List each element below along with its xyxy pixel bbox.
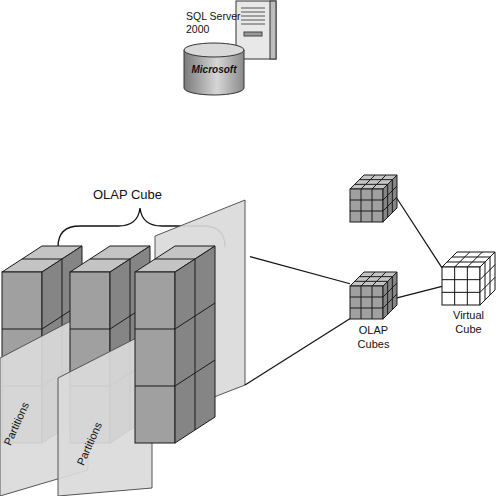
partition-plane-outline <box>58 330 152 496</box>
cube-front <box>350 189 383 222</box>
connector-line <box>397 199 442 268</box>
olap-cube: OLAP Cubes <box>350 272 397 319</box>
cube-front <box>350 286 383 319</box>
server-label: SQL Server 2000 <box>186 10 242 36</box>
olap-cube <box>350 175 397 222</box>
cube-grid <box>442 252 495 305</box>
cube-front <box>442 267 480 305</box>
slab-grid <box>135 259 215 430</box>
cube-label: OLAP Cubes <box>346 324 401 352</box>
server-icon: SQL Server 2000Microsoft <box>180 0 280 98</box>
virtual-cube-shape <box>442 252 495 305</box>
connector-line <box>250 257 350 284</box>
cube-label: Virtual Cube <box>440 309 497 337</box>
cube-grid <box>350 272 397 319</box>
group-heading: OLAP Cube <box>5 187 250 203</box>
slab-front <box>135 272 175 443</box>
virtual-cube: Virtual Cube <box>442 252 495 305</box>
projection-line <box>245 318 351 385</box>
cube-grid <box>350 175 397 222</box>
server-tower-side <box>270 1 276 59</box>
server-drive <box>244 32 262 36</box>
olap-cube-shape <box>350 272 397 319</box>
olap-cube-shape <box>350 175 397 222</box>
server-slots <box>241 8 265 24</box>
cube-side <box>480 252 495 305</box>
database-top <box>184 43 244 57</box>
brand-label: Microsoft <box>184 64 244 77</box>
connector-line <box>397 286 442 297</box>
